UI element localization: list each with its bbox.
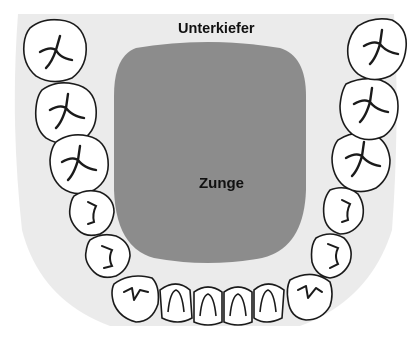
right-molar-1 <box>348 19 407 80</box>
left-lateral-incisor <box>160 284 192 322</box>
left-central-incisor <box>194 287 222 325</box>
right-central-incisor <box>224 287 252 325</box>
left-molar-2 <box>36 83 97 144</box>
right-premolar-1 <box>324 188 364 234</box>
right-canine <box>287 274 332 320</box>
left-molar-1 <box>24 20 86 82</box>
right-molar-3 <box>332 133 390 192</box>
lower-jaw-label: Unterkiefer <box>178 21 278 37</box>
tongue-label: Zunge <box>199 175 259 192</box>
tongue-region <box>114 42 306 263</box>
left-molar-3 <box>50 135 108 194</box>
left-premolar-1 <box>70 191 114 236</box>
right-lateral-incisor <box>254 284 284 322</box>
right-molar-2 <box>340 79 398 140</box>
left-premolar-2 <box>86 235 130 278</box>
